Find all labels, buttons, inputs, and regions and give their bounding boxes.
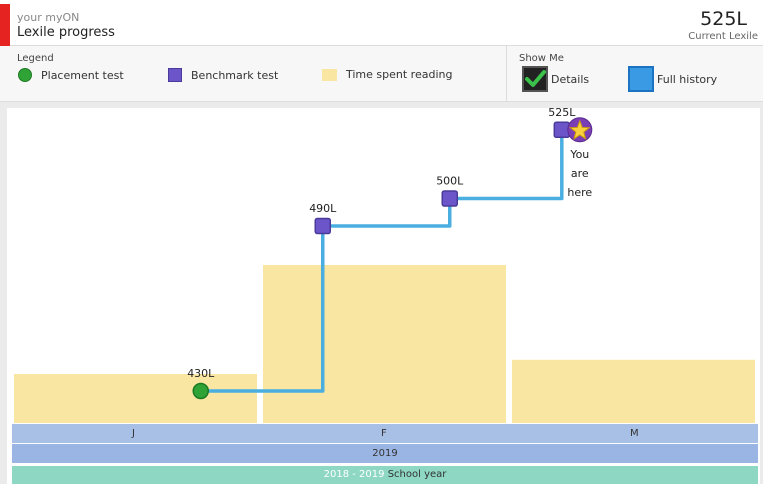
app-header: your myON Lexile progress 525L Current L… <box>0 0 763 46</box>
month-label-f: F <box>381 428 387 439</box>
details-label: Details <box>551 72 590 86</box>
you-are-here-word-0: You <box>569 148 589 161</box>
point-430l-placement-marker[interactable] <box>192 382 209 400</box>
benchmark-test-swatch <box>168 68 182 82</box>
legend-toolbar: Legend Placement test Benchmark test Tim… <box>0 46 763 102</box>
legend-label-placement: Placement test <box>41 68 124 82</box>
reading-time-bar-m <box>512 359 755 423</box>
point-500l-label: 500L <box>436 175 464 188</box>
current-lexile-label: Current Lexile <box>688 31 758 42</box>
you-are-here-label: You are here <box>567 148 592 199</box>
reading-time-bar-f <box>263 265 506 423</box>
you-are-here-star-icon <box>567 117 593 143</box>
legend-divider <box>506 46 507 101</box>
reading-time-bar-j <box>14 374 257 423</box>
year-axis: 2019 <box>12 444 758 463</box>
legend-item-reading-time: Time spent reading <box>322 68 452 81</box>
school-year-label: School year <box>387 469 447 480</box>
placement-test-swatch <box>18 68 32 82</box>
legend-title: Legend <box>17 53 54 64</box>
legend-label-benchmark: Benchmark test <box>191 68 279 82</box>
legend-item-placement: Placement test <box>18 68 124 82</box>
month-axis: J F M <box>12 424 758 443</box>
checkmark-icon <box>525 70 546 87</box>
you-are-here-word-2: here <box>567 186 592 199</box>
lexile-progress-line <box>200 129 564 393</box>
point-430l-label: 430L <box>187 367 215 380</box>
point-490l-benchmark-marker[interactable] <box>314 217 332 235</box>
full-history-label: Full history <box>657 72 718 86</box>
month-label-m: M <box>630 428 639 439</box>
header-accent-bar <box>0 4 10 46</box>
full-history-toggle[interactable]: Full history <box>628 66 717 92</box>
legend-item-benchmark: Benchmark test <box>168 68 278 82</box>
point-525l-benchmark-marker[interactable] <box>553 121 571 138</box>
point-490l-label: 490L <box>309 202 337 215</box>
school-year-range: 2018 - 2019 <box>323 469 385 480</box>
school-year-axis: 2018 - 2019 School year <box>12 466 758 484</box>
show-me-title: Show Me <box>519 53 564 64</box>
point-500l-benchmark-marker[interactable] <box>441 190 458 207</box>
details-toggle[interactable]: Details <box>522 66 589 92</box>
legend-label-reading-time: Time spent reading <box>346 68 453 81</box>
header-subtitle: your myON <box>17 11 80 24</box>
you-are-here-word-1: are <box>571 167 589 180</box>
full-history-checkbox[interactable] <box>628 66 654 92</box>
month-label-j: J <box>132 428 135 439</box>
current-lexile-value: 525L <box>700 8 747 30</box>
point-525l-label: 525L <box>548 106 576 119</box>
lexile-points: 430L 490L 500L 525L <box>187 106 576 400</box>
reading-time-swatch <box>322 68 337 81</box>
reading-time-bars <box>14 265 755 423</box>
page-title: Lexile progress <box>17 25 115 40</box>
details-checkbox[interactable] <box>522 66 548 92</box>
star-shape <box>568 119 591 140</box>
